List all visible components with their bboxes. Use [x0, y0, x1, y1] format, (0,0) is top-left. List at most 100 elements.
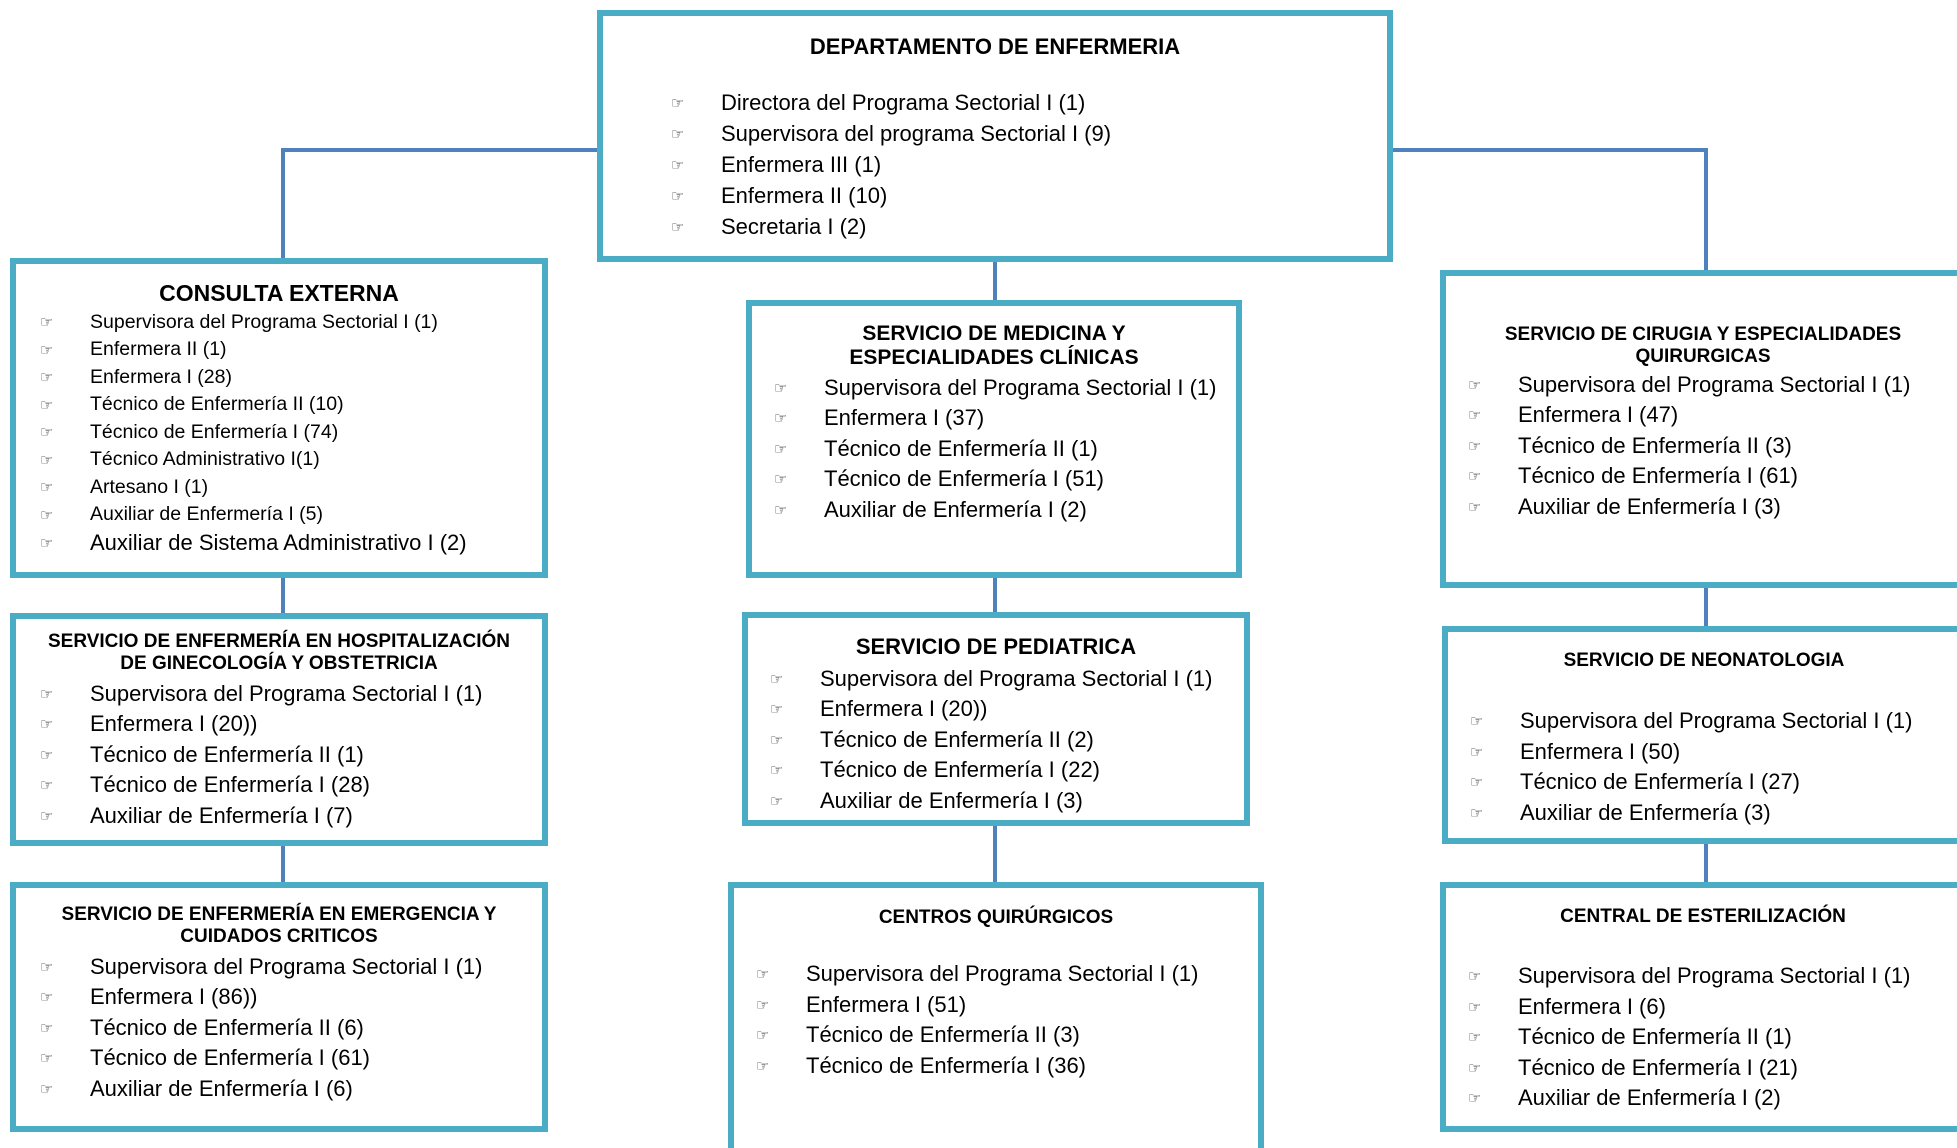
- list-item: ☞Técnico de Enfermería II (1): [774, 435, 1098, 461]
- list-item: ☞Auxiliar de Enfermería (3): [1470, 799, 1771, 825]
- list-item: ☞Técnico de Enfermería I (28): [40, 772, 371, 798]
- list-item: ☞Técnico de Enfermería II (1): [1468, 1024, 1792, 1050]
- list-item: ☞Supervisora del Programa Sectorial I (1…: [774, 374, 1217, 400]
- consulta-externa-box: CONSULTA EXTERNA ☞Supervisora del Progra…: [10, 258, 548, 578]
- list-item: ☞Enfermera I (47): [1468, 402, 1679, 428]
- list-item: ☞Supervisora del Programa Sectorial I (1…: [770, 665, 1213, 691]
- centros-quirurgicos-list: ☞Supervisora del Programa Sectorial I (1…: [756, 959, 1258, 1081]
- pointing-hand-icon: ☞: [1470, 773, 1484, 792]
- list-item: ☞Enfermera I (28): [40, 365, 232, 388]
- pointing-hand-icon: ☞: [40, 368, 54, 387]
- neonatologia-title: SERVICIO DE NEONATOLOGIA: [1563, 650, 1845, 671]
- list-item: ☞Técnico de Enfermería II (6): [40, 1014, 364, 1040]
- centros-quirurgicos-title: CENTROS QUIRÚRGICOS: [878, 907, 1114, 928]
- pointing-hand-icon: ☞: [770, 700, 784, 719]
- pointing-hand-icon: ☞: [40, 313, 54, 332]
- pointing-hand-icon: ☞: [774, 378, 788, 397]
- list-item: ☞Supervisora del programa Sectorial I (9…: [671, 120, 1112, 146]
- list-item: ☞Técnico de Enfermería I (21): [1468, 1054, 1799, 1080]
- pointing-hand-icon: ☞: [756, 1026, 770, 1045]
- pointing-hand-icon: ☞: [671, 217, 685, 236]
- list-item: ☞Enfermera I (37): [774, 405, 985, 431]
- connector-dept-left: [281, 148, 597, 258]
- esterilizacion-box: CENTRAL DE ESTERILIZACIÓN ☞Supervisora d…: [1440, 882, 1957, 1132]
- pointing-hand-icon: ☞: [40, 534, 54, 553]
- pointing-hand-icon: ☞: [671, 186, 685, 205]
- list-item: ☞Supervisora del Programa Sectorial I (1…: [40, 680, 483, 706]
- pointing-hand-icon: ☞: [756, 995, 770, 1014]
- list-item: ☞Auxiliar de Enfermería I (6): [40, 1075, 353, 1101]
- pointing-hand-icon: ☞: [40, 745, 54, 764]
- department-title: DEPARTAMENTO DE ENFERMERIA: [809, 34, 1181, 59]
- list-item: ☞Técnico de Enfermería II (3): [1468, 432, 1792, 458]
- pointing-hand-icon: ☞: [770, 669, 784, 688]
- connector-dept-right: [1393, 148, 1708, 270]
- pointing-hand-icon: ☞: [1468, 436, 1482, 455]
- pointing-hand-icon: ☞: [1468, 1089, 1482, 1108]
- pointing-hand-icon: ☞: [40, 1079, 54, 1098]
- list-item: ☞Auxiliar de Sistema Administrativo I (2…: [40, 530, 467, 556]
- neonatologia-list: ☞Supervisora del Programa Sectorial I (1…: [1470, 706, 1957, 828]
- pointing-hand-icon: ☞: [671, 93, 685, 112]
- list-item: ☞Técnico de Enfermería II (1): [40, 741, 364, 767]
- neonatologia-box: SERVICIO DE NEONATOLOGIA ☞Supervisora de…: [1442, 626, 1957, 844]
- list-item: ☞Enfermera I (86)): [40, 984, 258, 1010]
- pointing-hand-icon: ☞: [40, 776, 54, 795]
- ginecologia-box: SERVICIO DE ENFERMERÍA EN HOSPITALIZACIÓ…: [10, 613, 548, 846]
- list-item: ☞Enfermera I (20)): [770, 696, 988, 722]
- pointing-hand-icon: ☞: [756, 965, 770, 984]
- list-item: ☞Técnico de Enfermería I (61): [40, 1045, 371, 1071]
- list-item: ☞Auxiliar de Enfermería I (5): [40, 503, 324, 526]
- list-item: ☞Supervisora del Programa Sectorial I (1…: [1470, 708, 1913, 734]
- pointing-hand-icon: ☞: [770, 730, 784, 749]
- pointing-hand-icon: ☞: [40, 715, 54, 734]
- consulta-externa-list: ☞Supervisora del Programa Sectorial I (1…: [40, 308, 542, 558]
- list-item: ☞Técnico de Enfermería I (51): [774, 466, 1105, 492]
- pointing-hand-icon: ☞: [774, 500, 788, 519]
- pointing-hand-icon: ☞: [1468, 1058, 1482, 1077]
- list-item: ☞Técnico de Enfermería II (2): [770, 726, 1094, 752]
- pointing-hand-icon: ☞: [1470, 742, 1484, 761]
- cirugia-list: ☞Supervisora del Programa Sectorial I (1…: [1468, 370, 1957, 523]
- list-item: ☞Técnico de Enfermería I (36): [756, 1052, 1087, 1078]
- pointing-hand-icon: ☞: [40, 478, 54, 497]
- list-item: ☞Técnico de Enfermería I (22): [770, 757, 1101, 783]
- list-item: ☞Enfermera I (50): [1470, 738, 1681, 764]
- ginecologia-title: SERVICIO DE ENFERMERÍA EN HOSPITALIZACIÓ…: [47, 631, 511, 674]
- list-item: ☞Técnico de Enfermería I (74): [40, 420, 339, 443]
- pointing-hand-icon: ☞: [40, 988, 54, 1007]
- list-item: ☞Enfermera I (51): [756, 991, 967, 1017]
- department-list: ☞Directora del Programa Sectorial I (1) …: [671, 87, 1387, 242]
- list-item: ☞Técnico de Enfermería I (61): [1468, 463, 1799, 489]
- consulta-externa-title: CONSULTA EXTERNA: [159, 280, 399, 306]
- centros-quirurgicos-box: CENTROS QUIRÚRGICOS ☞Supervisora del Pro…: [728, 882, 1264, 1148]
- pointing-hand-icon: ☞: [756, 1056, 770, 1075]
- pointing-hand-icon: ☞: [1468, 967, 1482, 986]
- list-item: ☞Supervisora del Programa Sectorial I (1…: [40, 953, 483, 979]
- list-item: ☞Enfermera III (1): [671, 151, 882, 177]
- pointing-hand-icon: ☞: [671, 155, 685, 174]
- esterilizacion-title: CENTRAL DE ESTERILIZACIÓN: [1560, 906, 1846, 927]
- pointing-hand-icon: ☞: [1468, 997, 1482, 1016]
- pointing-hand-icon: ☞: [40, 450, 54, 469]
- list-item: ☞Auxiliar de Enfermería I (3): [770, 787, 1083, 813]
- list-item: ☞Auxiliar de Enfermería I (3): [1468, 493, 1781, 519]
- emergencia-list: ☞Supervisora del Programa Sectorial I (1…: [40, 952, 542, 1105]
- pointing-hand-icon: ☞: [1468, 467, 1482, 486]
- pointing-hand-icon: ☞: [671, 124, 685, 143]
- pointing-hand-icon: ☞: [40, 505, 54, 524]
- list-item: ☞Supervisora del Programa Sectorial I (1…: [1468, 963, 1911, 989]
- pointing-hand-icon: ☞: [770, 791, 784, 810]
- list-item: ☞Enfermera I (20)): [40, 711, 258, 737]
- pointing-hand-icon: ☞: [1468, 1028, 1482, 1047]
- department-box: DEPARTAMENTO DE ENFERMERIA ☞Directora de…: [597, 10, 1393, 262]
- esterilizacion-list: ☞Supervisora del Programa Sectorial I (1…: [1468, 961, 1957, 1114]
- pointing-hand-icon: ☞: [40, 1018, 54, 1037]
- ginecologia-list: ☞Supervisora del Programa Sectorial I (1…: [40, 679, 542, 832]
- list-item: ☞Enfermera II (1): [40, 338, 227, 361]
